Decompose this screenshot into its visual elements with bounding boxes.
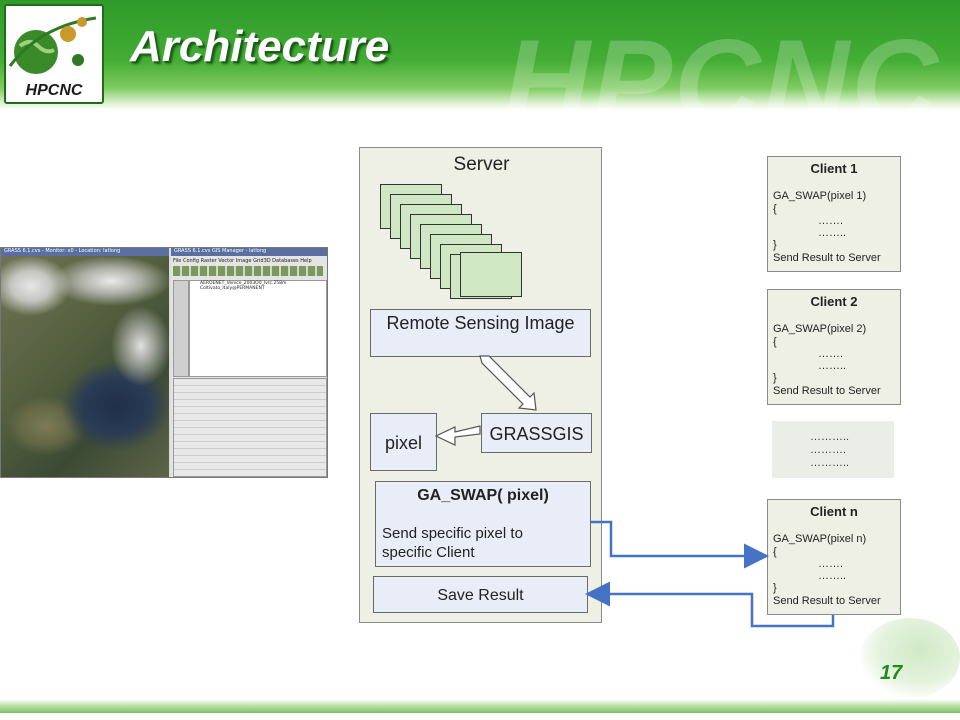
client-close-brace: } [773,239,777,251]
layer-item: Coltivato_Italy@PERMANENT [200,286,265,291]
globe-watermark [860,618,960,698]
client-call: GA_SWAP(pixel 1) [773,190,867,202]
save-result-box: Save Result [373,576,588,613]
arrow-gaswap-to-client-n [591,520,769,569]
ellipsis-line: ……….. [810,431,850,443]
client-call: GA_SWAP(pixel 2) [773,323,867,335]
layer-tree: AEROENET_Venice_2003O0_lvrc.258m Coltiva… [189,280,327,377]
client-send-result: Send Result to Server [773,252,881,264]
map-monitor-window: GRASS 6.1.cvs - Monitor: x0 - Location: … [1,248,169,477]
globe-logo-icon [8,16,97,74]
client-dots: …….. [818,570,847,582]
client-close-brace: } [773,372,777,384]
client-open-brace: { [773,203,777,215]
client-title: Client 2 [810,294,858,309]
ga-swap-title: GA_SWAP( pixel) [417,487,549,504]
client-n-box: Client n GA_SWAP(pixel n) { ……. …….. } S… [767,499,901,615]
ga-swap-line-2: specific Client [382,544,475,561]
manager-menu: File Config Raster Vector Image Grid3D D… [173,258,312,264]
manager-toolbar [173,266,323,276]
manager-titlebar: GRASS 6.1.cvs GIS Manager - latlong [171,248,327,256]
monitor-title: GRASS 6.1.cvs - Monitor: x0 - Location: … [4,248,121,254]
ellipsis-line: ……….. [810,457,850,469]
client-title: Client n [810,504,858,519]
client-send-result: Send Result to Server [773,595,881,607]
monitor-list [173,280,189,377]
ga-swap-description: Send specific pixel to specific Client [382,524,523,562]
logo-text: HPCNC [25,82,83,99]
header-banner: HPCNC HPCNC Architecture [0,0,960,142]
client-open-brace: { [773,336,777,348]
hpcnc-logo: HPCNC [4,4,104,104]
client-dots: …….. [818,360,847,372]
hollow-arrow-grassgis-to-pixel [434,425,481,446]
gis-manager-window: GRASS 6.1.cvs GIS Manager - latlong File… [171,248,327,477]
page-title: Architecture [130,22,390,71]
server-panel: Server Remote Sensing Image GRASSGIS pix… [359,147,602,623]
server-label: Server [453,154,510,175]
client-dots: ……. [818,558,844,570]
image-stack-card [460,252,522,297]
layer-item: AEROENET_Venice_2003O0_lvrc.258m [200,281,287,286]
client-2-box: Client 2 GA_SWAP(pixel 2) { ……. …….. } S… [767,289,901,405]
footer-bar [0,699,960,713]
client-title: Client 1 [810,161,858,176]
client-1-box: Client 1 GA_SWAP(pixel 1) { ……. …….. } S… [767,156,901,272]
ga-swap-box: GA_SWAP( pixel) Send specific pixel to s… [375,481,591,567]
vector-options-form [173,378,327,477]
client-send-result: Send Result to Server [773,385,881,397]
client-call: GA_SWAP(pixel n) [773,533,867,545]
ga-swap-line-1: Send specific pixel to [382,525,523,542]
pixel-box: pixel [370,413,437,471]
page-number: 17 [880,662,903,684]
header-brand-watermark: HPCNC [503,15,940,149]
remote-sensing-image-box: Remote Sensing Image [370,309,591,357]
arrow-client-n-to-save-result [585,581,835,628]
client-dots: …….. [818,227,847,239]
client-dots: ……. [818,348,844,360]
ellipsis-line: ………. [810,444,847,456]
satellite-map-image [1,256,169,477]
client-close-brace: } [773,582,777,594]
manager-title: GRASS 6.1.cvs GIS Manager - latlong [174,248,267,254]
monitor-titlebar: GRASS 6.1.cvs - Monitor: x0 - Location: … [1,248,169,256]
hollow-arrow-rs-to-grassgis [479,355,537,411]
more-clients-ellipsis: ……….. ………. ……….. [772,421,894,478]
client-open-brace: { [773,546,777,558]
grassgis-box: GRASSGIS [481,413,592,453]
grass-gis-screenshot: GRASS 6.1.cvs - Monitor: x0 - Location: … [0,247,328,478]
client-dots: ……. [818,215,844,227]
